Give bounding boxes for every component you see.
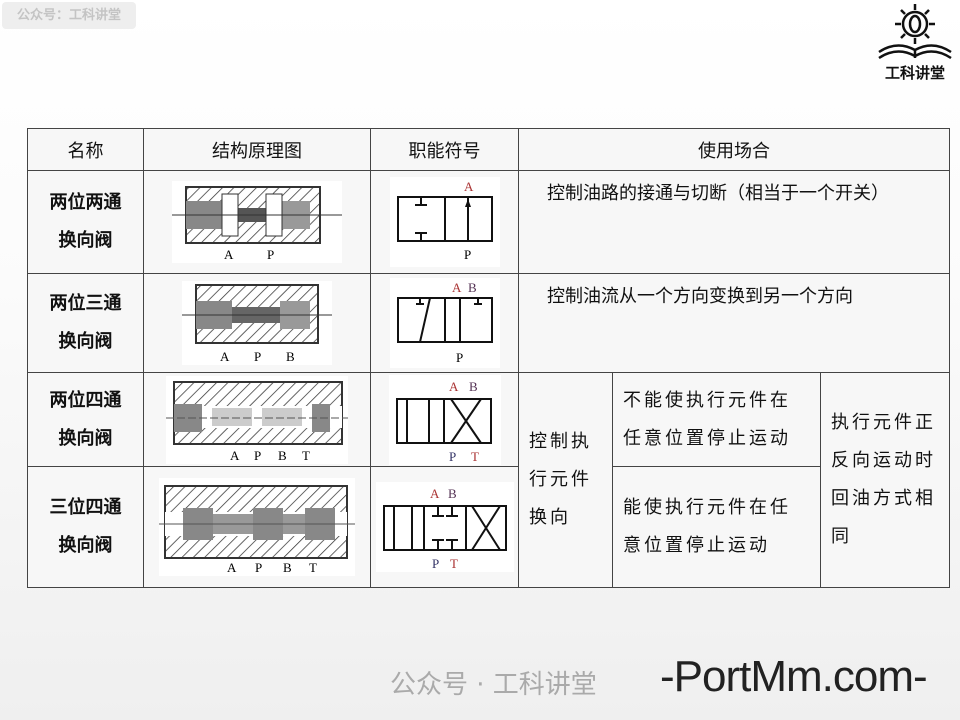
port-label: P: [456, 350, 463, 365]
valve-name: 两位两通 换向阀: [27, 170, 144, 274]
table-row: 两位三通 换向阀 A P B A B P 控制油流从一个方向变换到另一个方向: [27, 273, 951, 373]
port-label: B: [468, 280, 477, 295]
port-label: B: [278, 448, 287, 463]
port-label: P: [449, 449, 456, 464]
port-label: B: [283, 560, 292, 575]
gear-book-icon: [878, 4, 952, 60]
valve-name: 三位四通 换向阀: [27, 466, 144, 588]
port-label: P: [267, 247, 274, 262]
port-label: A: [449, 379, 459, 394]
valve-name: 两位四通 换向阀: [27, 372, 144, 467]
port-label: A: [452, 280, 462, 295]
structure-diagram: A P B: [143, 273, 371, 373]
port-label: B: [448, 486, 457, 501]
port-label: P: [255, 560, 262, 575]
symbol-diagram: A B P: [370, 273, 519, 373]
structure-diagram: A P B T: [143, 372, 371, 467]
footer-brand: -PortMm.com-: [660, 652, 928, 701]
table-row: 三位四通 换向阀 A P B T A B P T 能使执行元: [27, 466, 950, 588]
usage-text: 控制油流从一个方向变换到另一个方向: [517, 273, 951, 373]
port-label: T: [302, 448, 310, 463]
symbol-diagram: A B P T: [370, 372, 519, 467]
port-label: A: [224, 247, 234, 262]
port-label: T: [450, 556, 458, 571]
usage-reversing: 控制执行元件换向: [518, 372, 613, 588]
port-label: A: [220, 349, 230, 364]
usage-stop: 能使执行元件在任意位置停止运动: [612, 466, 821, 588]
table-row: 两位两通 换向阀 A P A P 控制油路的接通与切断（相当于一个开关）: [27, 170, 951, 274]
port-label: P: [254, 349, 261, 364]
logo: 工科讲堂: [874, 2, 956, 88]
watermark-top: 公众号：工科讲堂: [2, 2, 136, 29]
structure-diagram: A P: [143, 170, 371, 274]
usage-text: 控制油路的接通与切断（相当于一个开关）: [517, 170, 951, 274]
valve-table: 名称 结构原理图 职能符号 使用场合 两位两通 换向阀 A P A P: [27, 128, 951, 588]
port-label: A: [230, 448, 240, 463]
port-label: B: [286, 349, 295, 364]
symbol-diagram: A B P T: [370, 466, 519, 588]
symbol-diagram: A P: [370, 170, 519, 274]
header-structure: 结构原理图: [143, 128, 371, 171]
header-name: 名称: [27, 128, 144, 171]
header-usage: 使用场合: [517, 128, 951, 171]
table-header-row: 名称 结构原理图 职能符号 使用场合: [27, 128, 951, 171]
port-label: P: [464, 247, 471, 262]
port-label: A: [430, 486, 440, 501]
usage-stop: 不能使执行元件在任意位置停止运动: [612, 372, 821, 467]
port-label: T: [471, 449, 479, 464]
port-label: P: [432, 556, 439, 571]
port-label: A: [464, 179, 474, 194]
logo-text: 工科讲堂: [884, 64, 945, 82]
table-row: 两位四通 换向阀 A P B T A B P T 控制执行元: [27, 372, 951, 588]
port-label: B: [469, 379, 478, 394]
structure-diagram: A P B T: [143, 466, 371, 588]
port-label: P: [254, 448, 261, 463]
port-label: T: [309, 560, 317, 575]
valve-name: 两位三通 换向阀: [27, 273, 144, 373]
port-label: A: [227, 560, 237, 575]
footer-watermark: 公众号 · 工科讲堂: [390, 670, 597, 700]
usage-return: 执行元件正反向运动时回油方式相同: [819, 372, 951, 588]
header-symbol: 职能符号: [370, 128, 519, 171]
